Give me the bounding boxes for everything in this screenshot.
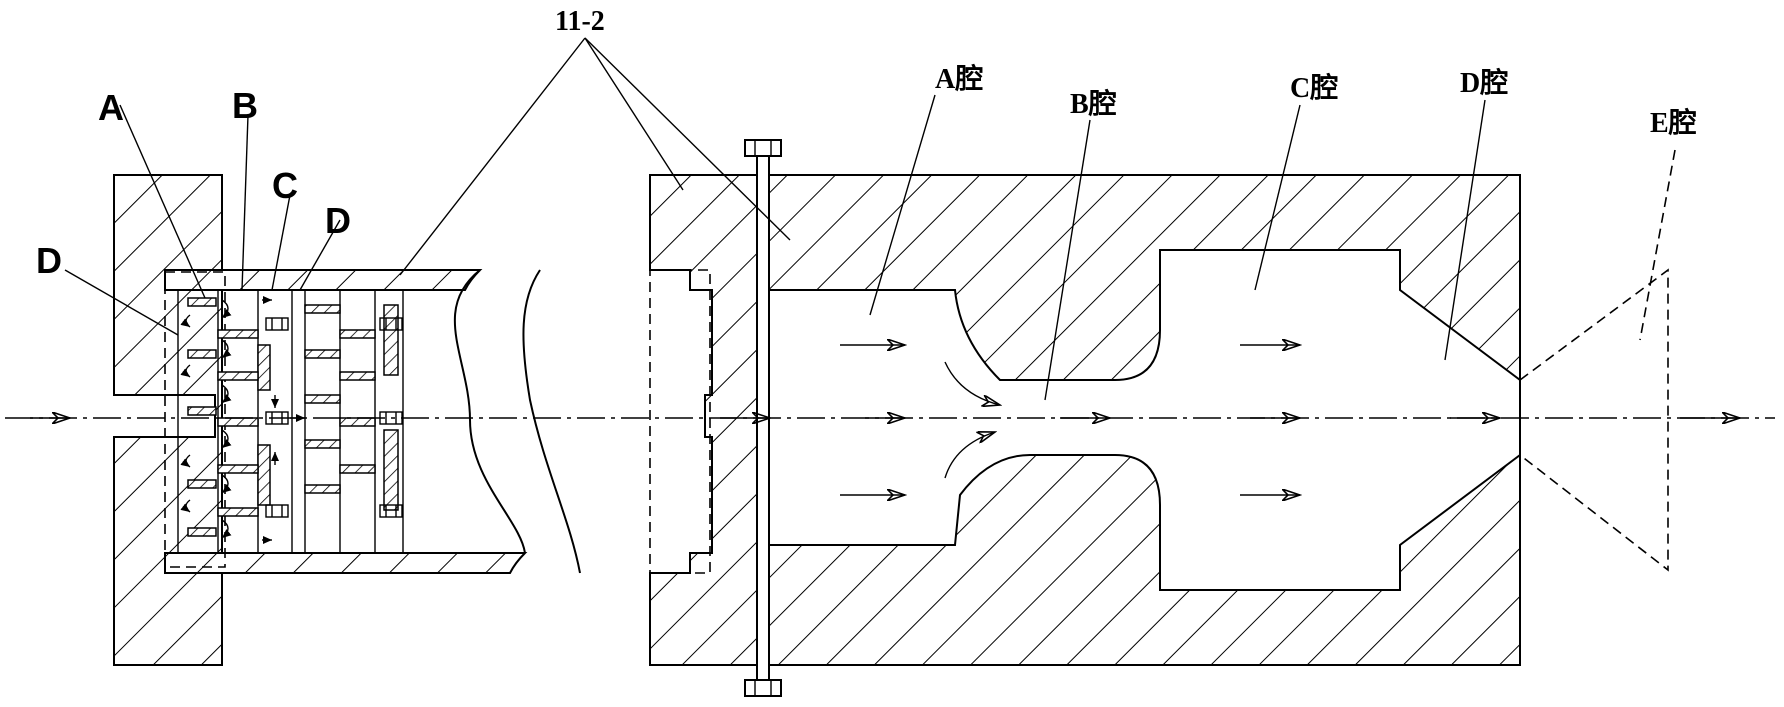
label-d-left: D — [36, 240, 62, 281]
bottom-bolt-head — [744, 679, 782, 697]
label-cavity-e: E腔 — [1650, 107, 1697, 139]
flow-arrows — [30, 345, 1740, 495]
cavity-e-cone — [1519, 268, 1669, 572]
right-bar-upper — [383, 304, 399, 376]
label-cavity-a: A腔 — [935, 63, 983, 95]
label-c: C — [272, 165, 298, 206]
label-a: A — [98, 87, 124, 128]
left-pipe-section — [164, 269, 581, 574]
label-b: B — [232, 85, 258, 126]
plate-stack — [177, 289, 404, 554]
label-cavity-d: D腔 — [1460, 67, 1508, 99]
c-bar-lower — [257, 444, 271, 506]
label-d-top: D — [325, 200, 351, 241]
labels: 11-2 A B C D D A腔 B腔 C腔 D腔 E腔 — [36, 6, 1697, 281]
left-flange — [113, 174, 223, 666]
right-bar-lower — [383, 429, 399, 511]
label-cavity-c: C腔 — [1290, 72, 1338, 104]
ref-label-11-2: 11-2 — [555, 6, 605, 37]
label-cavity-b: B腔 — [1070, 88, 1117, 120]
main-body — [768, 174, 1521, 666]
leader-lines — [64, 37, 1676, 401]
connector-flange — [649, 174, 761, 666]
c-bar-upper — [257, 344, 271, 391]
top-bolt-head — [744, 139, 782, 157]
